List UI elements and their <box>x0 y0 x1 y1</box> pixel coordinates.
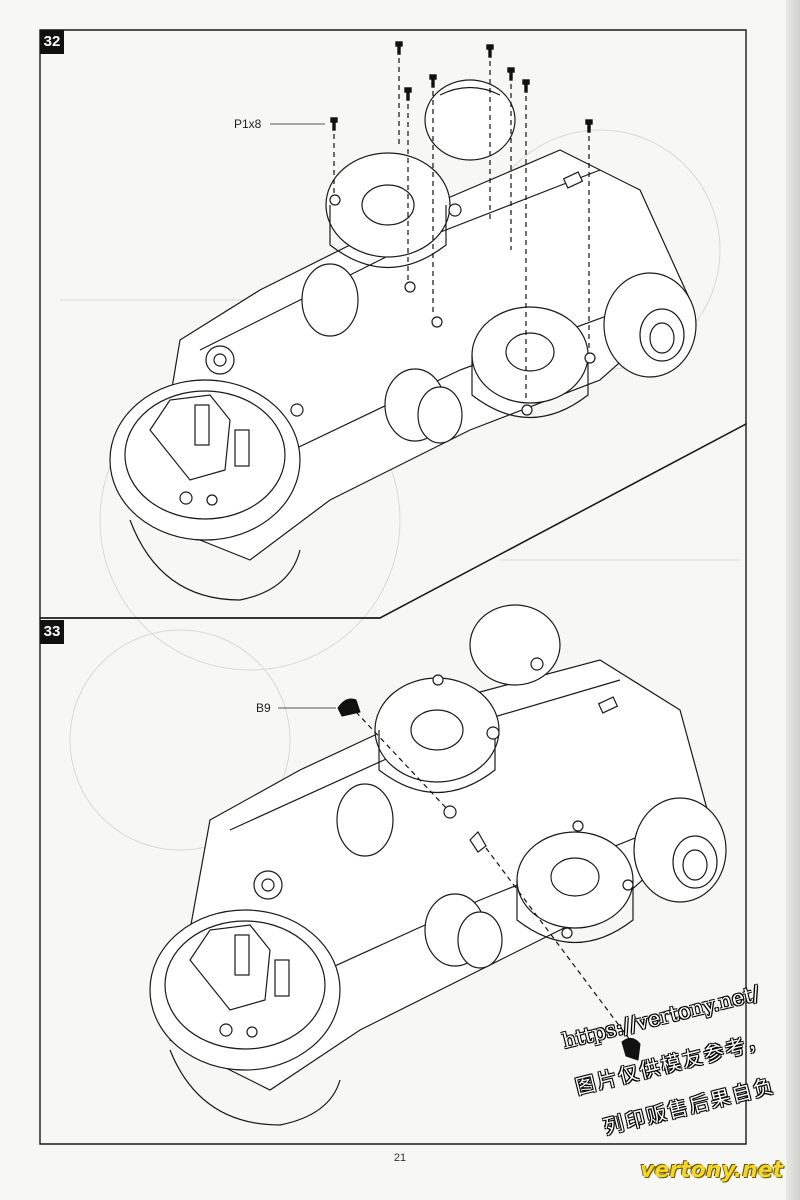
step-33-number: 33 <box>40 620 64 644</box>
page-number: 21 <box>393 1152 407 1164</box>
watermark-brand: vertony.net <box>640 1158 784 1183</box>
part-label-p1x8: P1x8 <box>234 117 262 131</box>
step-33-frame <box>39 422 747 1145</box>
step-32-screws <box>330 41 593 133</box>
step-32-number: 32 <box>40 30 64 54</box>
step-33-insertion-lines <box>355 711 631 1041</box>
step-33-assembly-drawing <box>149 604 727 1126</box>
step-32-insertion-lines <box>333 58 590 402</box>
step-32-assembly-drawing <box>109 79 697 601</box>
part-label-b9: B9 <box>256 701 271 715</box>
step-33-parts <box>337 698 641 1061</box>
page-edge-shadow <box>786 0 800 1200</box>
